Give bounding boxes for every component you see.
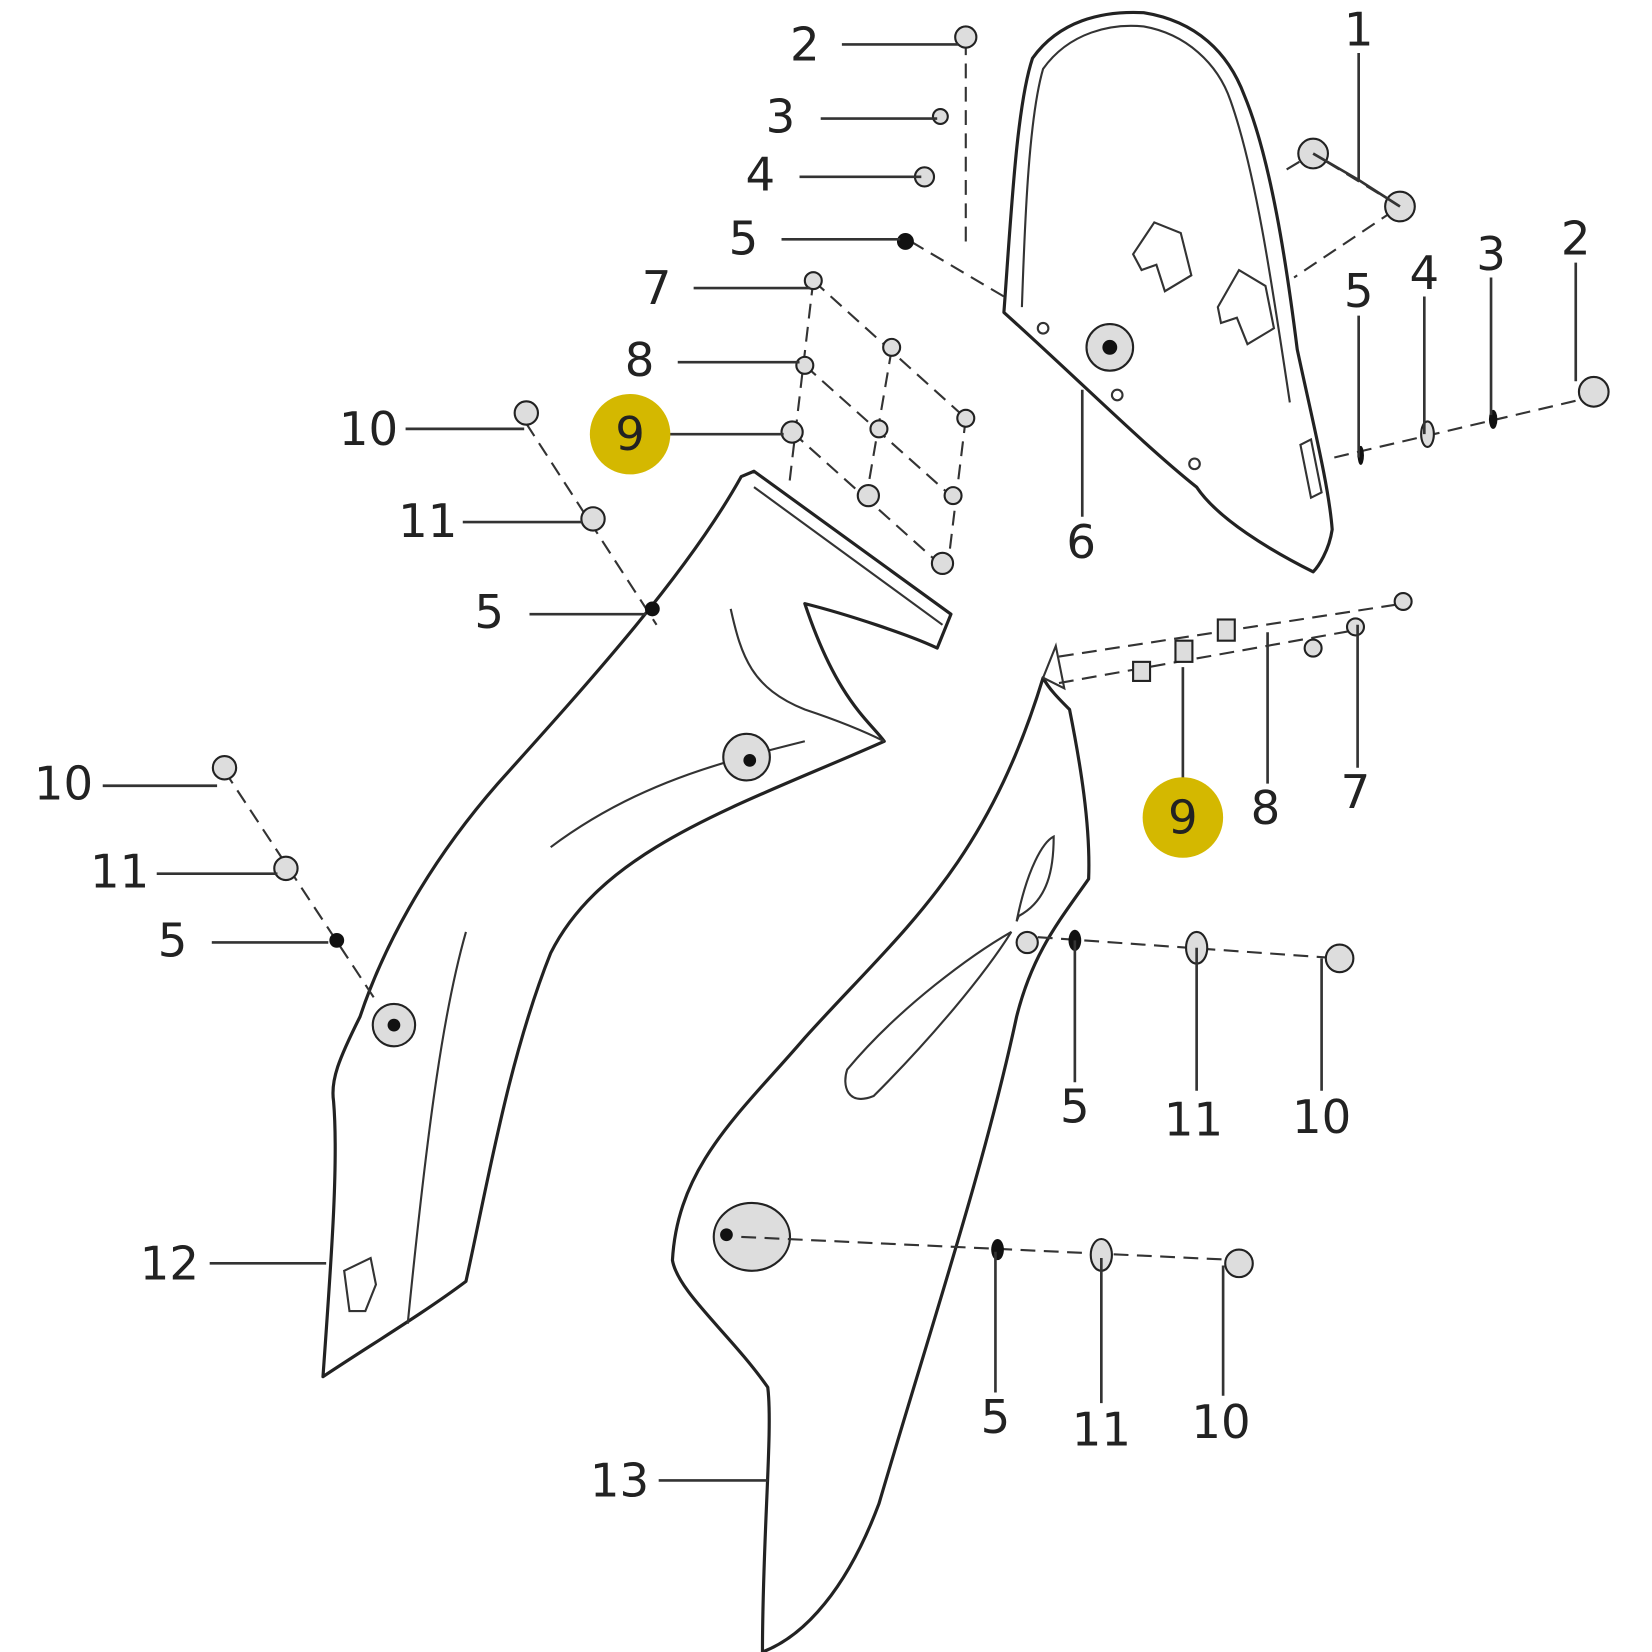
callout-2[interactable]: 2	[790, 17, 820, 71]
screw-icons	[211, 25, 1610, 1279]
callout-3[interactable]: 3	[1476, 227, 1506, 281]
highlight-marker-right-9	[1142, 777, 1224, 858]
callout-4[interactable]: 4	[746, 148, 776, 202]
callout-5[interactable]: 5	[1060, 1080, 1090, 1134]
callout-5[interactable]: 5	[158, 913, 188, 967]
callout-9-highlighted[interactable]: 9	[615, 407, 645, 461]
callout-10[interactable]: 10	[1191, 1395, 1250, 1449]
callout-2[interactable]: 2	[1561, 211, 1591, 265]
callout-10[interactable]: 10	[339, 402, 398, 456]
callout-4[interactable]: 4	[1410, 246, 1440, 300]
callout-labels: 1 2 3 4 5 7 8 9 10 11 5 10 11 5 12 13 6 …	[34, 3, 1591, 1508]
leader-lines	[102, 43, 1578, 1482]
callout-5[interactable]: 5	[1344, 264, 1374, 318]
callout-11[interactable]: 11	[1164, 1092, 1223, 1146]
hardware	[211, 25, 1610, 1279]
callout-8[interactable]: 8	[1251, 781, 1281, 835]
callout-3[interactable]: 3	[766, 89, 796, 143]
callout-10[interactable]: 10	[1292, 1090, 1351, 1144]
callout-12[interactable]: 12	[140, 1236, 199, 1290]
callout-10[interactable]: 10	[34, 757, 93, 811]
windshield-part[interactable]	[1002, 10, 1334, 574]
callout-7[interactable]: 7	[642, 261, 672, 315]
inner-fairing-part[interactable]	[321, 469, 953, 1379]
callout-13[interactable]: 13	[590, 1453, 649, 1507]
highlight-marker-left-9	[589, 393, 671, 475]
callout-5[interactable]: 5	[981, 1390, 1011, 1444]
callout-6[interactable]: 6	[1066, 515, 1096, 569]
callout-11[interactable]: 11	[1072, 1403, 1131, 1457]
callout-11[interactable]: 11	[398, 494, 457, 548]
callout-8[interactable]: 8	[625, 333, 655, 387]
callout-11[interactable]: 11	[90, 845, 149, 899]
callout-5[interactable]: 5	[474, 585, 504, 639]
callout-7[interactable]: 7	[1341, 765, 1371, 819]
callout-9-highlighted[interactable]: 9	[1168, 791, 1198, 845]
callout-5[interactable]: 5	[729, 211, 759, 265]
callout-1[interactable]: 1	[1344, 3, 1374, 57]
